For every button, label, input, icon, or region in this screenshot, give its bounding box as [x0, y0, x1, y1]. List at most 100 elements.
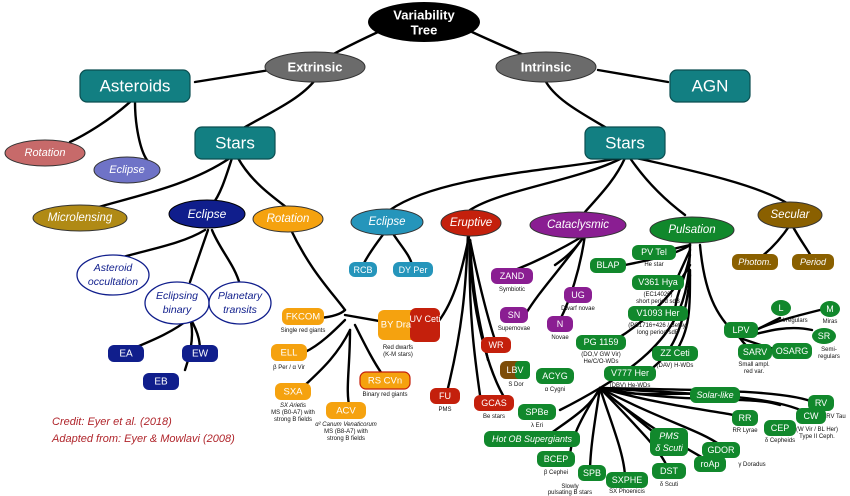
wr-label: WR	[489, 340, 504, 350]
sxphe-note: SX Phoenicis	[609, 489, 645, 495]
secular-label: Secular	[771, 209, 811, 221]
rr-note: RR Lyrae	[732, 428, 758, 434]
cep-node: CEP δ Cepheids	[764, 420, 796, 444]
v1093-note-2: long period sdB	[637, 330, 679, 336]
pvtel-note: He star	[644, 262, 663, 268]
gdor-note: γ Doradus	[738, 462, 765, 468]
rv-label: RV	[815, 398, 827, 408]
l-node: L Irregulars	[771, 300, 808, 324]
uvceti-label-line: UV Ceti	[409, 314, 440, 324]
eclipse-intrinsic-node: Eclipse	[350, 208, 424, 236]
spb-note-1: Slowly	[561, 484, 578, 490]
ell-label: ELL	[281, 348, 298, 359]
asteroids-label: Asteroids	[100, 77, 171, 96]
lpv-label: LPV	[732, 325, 749, 335]
cataclysmic-label: Cataclysmic	[547, 219, 609, 231]
rcb-label: RCB	[353, 265, 372, 275]
v1093-node: V1093 Her (PG1716+426 / Betsy) long peri…	[628, 306, 688, 336]
acv-label: ACV	[336, 406, 356, 417]
roap-label: roAp	[700, 459, 719, 469]
sarv-node: SARV Small ampl. red var.	[738, 344, 772, 375]
sn-label: SN	[508, 310, 521, 320]
fu-note: PMS	[438, 407, 451, 413]
rr-node: RR RR Lyrae	[732, 410, 758, 434]
dst-note: δ Scuti	[660, 482, 678, 488]
acv-node: ACV α² Canum Venaticorum MS (B8-A7) with…	[315, 402, 377, 442]
planetary-transits-line-1: Planetary	[218, 290, 263, 302]
planetary-transits-node: Planetary transits	[208, 281, 272, 325]
ea-label: EA	[119, 349, 133, 360]
cep-note: δ Cepheids	[765, 438, 795, 444]
period-label: Period	[800, 257, 827, 267]
spb-node: SPB Slowly pulsating B stars	[548, 465, 606, 496]
sn-note: Supernovae	[498, 326, 531, 332]
rr-label: RR	[739, 413, 752, 423]
sxphe-node: SXPHE SX Phoenicis	[606, 472, 648, 495]
m-label: M	[826, 304, 834, 314]
bydra-label: BY Dra	[381, 320, 412, 331]
stars-extrinsic-node: Stars	[194, 126, 276, 160]
rscvn-label: RS CVn	[368, 376, 402, 387]
v777-node: V777 Her (DBV) He-WDs	[604, 366, 656, 389]
ell-node: ELL β Per / α Vir	[271, 344, 307, 371]
sxa-note-2: MS (B0-A7) with	[271, 410, 315, 416]
blap-label: BLAP	[596, 260, 619, 270]
agn-label: AGN	[692, 77, 729, 96]
rscvn-node: RS CVn Binary red giants	[359, 371, 411, 398]
pms-label-2: δ Scuti	[655, 443, 684, 453]
cw-note-1: (W Vir / BL Her)	[796, 427, 838, 433]
ew-node: EW	[182, 345, 218, 362]
rcb-node: RCB	[349, 262, 377, 277]
sarv-label: SARV	[743, 347, 767, 357]
gdor-node: GDOR γ Doradus	[702, 442, 766, 468]
dst-node: DST δ Scuti	[652, 463, 686, 488]
m-node: M Miras	[820, 301, 840, 325]
acv-note-3: strong B fields	[327, 436, 365, 442]
ug-label: UG	[571, 290, 585, 300]
v361-note-2: short period sdB	[636, 299, 680, 305]
stars-intrinsic-label: Stars	[605, 134, 645, 153]
lbv-node: LBV S Dor	[500, 361, 530, 388]
lbv-label: LBV	[506, 365, 523, 375]
sxa-note-3: strong B fields	[274, 417, 312, 423]
spbe-note: λ Eri	[531, 423, 543, 429]
pvtel-node: PV Tel He star	[632, 245, 676, 268]
eb-node: EB	[143, 373, 179, 390]
pg1159-label: PG 1159	[584, 337, 619, 347]
bydra-note-2: (K-M stars)	[383, 352, 413, 358]
bydra-note-1: Red dwarfs	[383, 345, 413, 351]
acv-note-1: α² Canum Venaticorum	[315, 422, 377, 428]
sr-note-1: Semi-	[821, 347, 837, 353]
osarg-node: OSARG	[772, 343, 812, 359]
gcas-note: Be stars	[483, 414, 505, 420]
m-note: Miras	[823, 319, 838, 325]
spbe-node: SPBe λ Eri	[518, 404, 556, 429]
cw-label: CW	[804, 411, 819, 421]
sarv-note-2: red var.	[744, 369, 764, 375]
ell-note: β Per / α Vir	[273, 365, 305, 371]
rotation-asteroid-node: Rotation	[4, 139, 86, 167]
eclipse-asteroid-node: Eclipse	[93, 156, 161, 184]
spbe-label: SPBe	[525, 407, 548, 417]
pg1159-node: PG 1159 (DO,V GW Vir) He/C/O-WDs	[576, 335, 626, 365]
ug-node: UG Dwarf novae	[561, 287, 596, 312]
sxphe-label: SXPHE	[612, 475, 643, 485]
sr-note-2: regulars	[818, 354, 840, 360]
sxa-label: SXA	[283, 387, 303, 398]
asteroid-occultation-line-2: occultation	[88, 276, 138, 288]
v777-label: V777 Her	[611, 368, 649, 378]
planetary-transits-line-2: transits	[223, 304, 258, 316]
pg1159-note-2: He/C/O-WDs	[584, 359, 619, 365]
credit-line-1: Credit: Eyer et al. (2018)	[52, 416, 172, 428]
spb-label: SPB	[583, 468, 601, 478]
l-label: L	[778, 303, 783, 313]
cep-label: CEP	[771, 423, 790, 433]
fkcom-node: FKCOM Single red giants	[281, 308, 325, 334]
eruptive-label: Eruptive	[450, 217, 492, 229]
zzceti-node: ZZ Ceti (DAV) H-WDs	[652, 346, 698, 369]
stars-intrinsic-node: Stars	[584, 126, 666, 160]
fu-node: FU PMS	[430, 388, 460, 413]
lbv-note: S Dor	[508, 382, 523, 388]
sr-node: SR Semi- regulars	[812, 328, 840, 360]
